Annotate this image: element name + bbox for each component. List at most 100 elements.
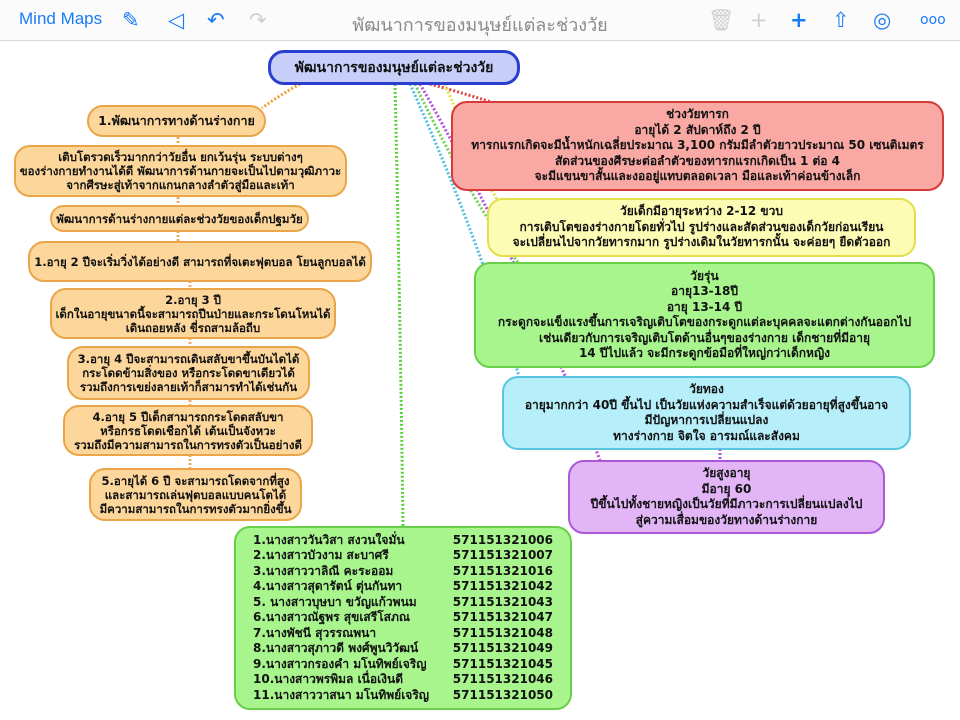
member-row: 6.นางสาวณัฐพร สุขเสรีโสภณ 571151321047	[253, 610, 553, 626]
node-text: ช่วงวัยทารก	[666, 107, 729, 122]
node-text: ของร่างกายทำงานได้ดี พัฒนาการด้านกายจะเป…	[19, 164, 342, 178]
node-text: วัยทอง	[689, 382, 724, 396]
document-title: พัฒนาการของมนุษย์แต่ละช่วงวัย	[352, 15, 608, 36]
add-sibling-icon[interactable]: +	[750, 8, 768, 32]
palette-icon[interactable]: ◎	[873, 8, 892, 32]
node-text: เด็กในอายุขนาดนี้จะสามารถปีนป่ายและกระโด…	[55, 306, 331, 321]
node-text: อายุได้ 2 สัปดาห์ถึง 2 ปี	[634, 122, 761, 137]
node-text: รวมถึงมีความสามารถในการทรงตัวเป็นอย่างดี	[74, 437, 302, 452]
node-text: สัดส่วนของศีรษะต่อลำตัวของทารกแรกเกิดเป็…	[554, 153, 841, 168]
node-text: ทารกแรกเกิดจะมีน้ำหนักเฉลี่ยประมาณ 3,100…	[471, 138, 924, 153]
child-node[interactable]: วัยเด็กมีอายุระหว่าง 2-12 ขวบการเติบโตขอ…	[487, 198, 916, 257]
member-name: 1.นางสาววันวิสา สงวนใจมั่น	[253, 532, 405, 547]
node-text: ปีขึ้นไปทั้งชายหญิงเป็นวัยที่มีภาวะการเป…	[590, 497, 863, 511]
node-text: มีความสามารถในการทรงตัวมากยิ่งขึ้น	[99, 501, 292, 516]
node-text: 3.อายุ 4 ปีจะสามารถเดินสลับขาขึ้นบันไดได…	[77, 352, 300, 366]
node-text: และสามารถเล่นฟุตบอลแบบคนโตได้	[104, 487, 287, 502]
member-id: 571151321006	[452, 532, 553, 547]
root-node[interactable]: พัฒนาการของมนุษย์แต่ละช่วงวัย	[268, 50, 520, 85]
add-child-icon[interactable]: +	[790, 8, 808, 32]
member-id: 571151321043	[452, 594, 553, 609]
age-2-node[interactable]: 1.อายุ 2 ปีจะเริ่มวิ่งได้อย่างดี สามารถท…	[28, 241, 372, 282]
member-name: 6.นางสาวณัฐพร สุขเสรีโสภณ	[253, 610, 411, 625]
node-text: อายุมากกว่า 40ปี ขึ้นไป เป็นวัยแห่งความส…	[524, 397, 889, 412]
member-name: 7.นางพัชนี สุวรรณพนา	[253, 625, 377, 640]
member-name: 11.นางสาววาสนา มโนทิพย์เจริญ	[253, 687, 429, 702]
node-text: เดินถอยหลัง ขี่รถสามล้อถีบ	[125, 320, 261, 335]
member-id: 571151321047	[452, 610, 553, 625]
node-text: สู่ความเสื่อมของวัยทางด้านร่างกาย	[635, 512, 818, 527]
node-text: วัยสูงอายุ	[702, 466, 751, 480]
mind-maps-back-button[interactable]: Mind Maps	[19, 9, 103, 28]
redo-icon[interactable]: ↷	[249, 8, 267, 32]
node-text: จากศีรษะสู่เท้าจากแกนกลางลำตัวสู่มือและเ…	[66, 178, 295, 192]
member-name: 2.นางสาวบัวงาม สะบาศรี	[253, 548, 389, 563]
physical-summary-node[interactable]: เติบโตรวดเร็วมากกว่าวัยอื่น ยกเว้นรุ่น ร…	[14, 145, 347, 197]
node-text: อายุ 13-14 ปี	[666, 299, 743, 314]
member-id: 571151321045	[452, 656, 553, 671]
member-row: 8.นางสาวสุภาวดี พงศ์พูนวิวัฒน์ 5711513210…	[253, 641, 553, 657]
member-row: 5. นางสาวบุษบา ขวัญแก้วพนม 571151321043	[253, 595, 553, 611]
node-text: วัยเด็กมีอายุระหว่าง 2-12 ขวบ	[620, 204, 783, 219]
node-text: กระโดดข้ามสิ่งของ หรือกระโดดขาเดียวได้	[82, 366, 295, 380]
undo-icon[interactable]: ↶	[207, 8, 225, 32]
node-text: 5.อายุได้ 6 ปี จะสามารถโดดจากที่สูง	[101, 473, 290, 488]
node-text: อายุ13-18ปี	[671, 284, 738, 298]
node-text: เติบโตรวดเร็วมากกว่าวัยอื่น ยกเว้นรุ่น ร…	[58, 150, 303, 164]
member-id: 571151321048	[452, 625, 553, 640]
member-name: 10.นางสาวพรพิมล เนื่อเงินดี	[253, 672, 404, 687]
member-row: 2.นางสาวบัวงาม สะบาศรี 571151321007	[253, 548, 553, 564]
age-6-node[interactable]: 5.อายุได้ 6 ปี จะสามารถโดดจากที่สูงและสา…	[89, 468, 302, 521]
infant-node[interactable]: ช่วงวัยทารกอายุได้ 2 สัปดาห์ถึง 2 ปีทารก…	[451, 101, 944, 191]
member-name: 8.นางสาวสุภาวดี พงศ์พูนวิวัฒน์	[253, 641, 419, 656]
node-text: การเติบโตของร่างกายโดยทั่วไป รูปร่างและส…	[519, 219, 884, 234]
member-id: 571151321042	[452, 579, 553, 594]
member-id: 571151321007	[452, 548, 553, 563]
node-text: วัยรุ่น	[690, 268, 719, 283]
node-text: จะเปลี่ยนไปจากวัยทารกมาก รูปร่างเดิมในวั…	[512, 235, 891, 250]
member-name: 3.นางสาววาลิณี คะระออม	[253, 563, 394, 578]
previous-icon[interactable]: ◁	[168, 8, 185, 32]
member-name: 9.นางสาวกรองคำ มโนทิพย์เจริญ	[253, 656, 427, 671]
node-text: 4.อายุ 5 ปีเด็กสามารถกระโดดสลับขา	[92, 409, 284, 424]
edit-icon[interactable]: ✎	[122, 8, 140, 32]
physical-development-node[interactable]: 1.พัฒนาการทางด้านร่างกาย	[87, 105, 266, 137]
node-text: จะมีแขนขาสั้นและงออยู่แทบตลอดเวลา มือและ…	[534, 169, 861, 184]
member-row: 10.นางสาวพรพิมล เนื่อเงินดี 571151321046	[253, 672, 553, 688]
early-childhood-node[interactable]: พัฒนาการด้านร่างกายแต่ละช่วงวัยของเด็กปฐ…	[50, 205, 309, 232]
node-text: รวมถึงการเขย่งลายเท้าก็สามารทำได้เช่นกัน	[79, 380, 298, 394]
node-text: พัฒนาการด้านร่างกายแต่ละช่วงวัยของเด็กปฐ…	[56, 211, 303, 226]
age-4-node[interactable]: 3.อายุ 4 ปีจะสามารถเดินสลับขาขึ้นบันไดได…	[67, 346, 310, 400]
root-label: พัฒนาการของมนุษย์แต่ละช่วงวัย	[294, 59, 494, 76]
age-3-node[interactable]: 2.อายุ 3 ปีเด็กในอายุขนาดนี้จะสามารถปีนป…	[50, 288, 336, 339]
trash-icon[interactable]: 🗑	[708, 8, 735, 32]
member-row: 3.นางสาววาลิณี คะระออม 571151321016	[253, 564, 553, 580]
node-text: 1.อายุ 2 ปีจะเริ่มวิ่งได้อย่างดี สามารถท…	[34, 254, 366, 269]
member-row: 9.นางสาวกรองคำ มโนทิพย์เจริญ 571151321045	[253, 657, 553, 673]
node-text: มีอายุ 60	[701, 481, 752, 496]
node-text: 1.พัฒนาการทางด้านร่างกาย	[98, 113, 255, 128]
member-id: 571151321046	[452, 672, 553, 687]
node-text: กระดูกจะแข็งแรงขึ้นการเจริญเติบโตของกระด…	[497, 315, 912, 329]
teen-node[interactable]: วัยรุ่นอายุ13-18ปีอายุ 13-14 ปีกระดูกจะแ…	[474, 262, 935, 368]
age-5-node[interactable]: 4.อายุ 5 ปีเด็กสามารถกระโดดสลับขาหรือกรธ…	[63, 405, 313, 456]
node-text: 2.อายุ 3 ปี	[165, 292, 221, 307]
member-id: 571151321049	[452, 641, 553, 656]
golden-age-node[interactable]: วัยทองอายุมากกว่า 40ปี ขึ้นไป เป็นวัยแห่…	[502, 376, 911, 450]
share-icon[interactable]: ⇧	[832, 8, 850, 32]
member-id: 571151321016	[452, 563, 553, 578]
member-row: 4.นางสาวสุดารัตน์ ตุ่นกันทา 571151321042	[253, 579, 553, 595]
toolbar: Mind Maps ✎ ◁ ↶ ↷ พัฒนาการของมนุษย์แต่ละ…	[0, 0, 960, 41]
node-text: หรือกรธโดดเชือกได้ เต้นเป็นจังหวะ	[100, 423, 276, 438]
member-name: 4.นางสาวสุดารัตน์ ตุ่นกันทา	[253, 579, 403, 594]
member-row: 11.นางสาววาสนา มโนทิพย์เจริญ 571151321050	[253, 688, 553, 704]
member-name: 5. นางสาวบุษบา ขวัญแก้วพนม	[253, 594, 417, 609]
more-icon[interactable]: ooo	[920, 12, 946, 28]
member-row: 1.นางสาววันวิสา สงวนใจมั่น 571151321006	[253, 533, 553, 549]
node-text: ทางร่างกาย จิตใจ อารมณ์และสังคม	[613, 428, 800, 443]
member-row: 7.นางพัชนี สุวรรณพนา 571151321048	[253, 626, 553, 642]
node-text: เช่นเดียวกับการเจริญเติบโตด้านอื่นๆของร่…	[539, 330, 870, 345]
member-id: 571151321050	[452, 687, 553, 702]
